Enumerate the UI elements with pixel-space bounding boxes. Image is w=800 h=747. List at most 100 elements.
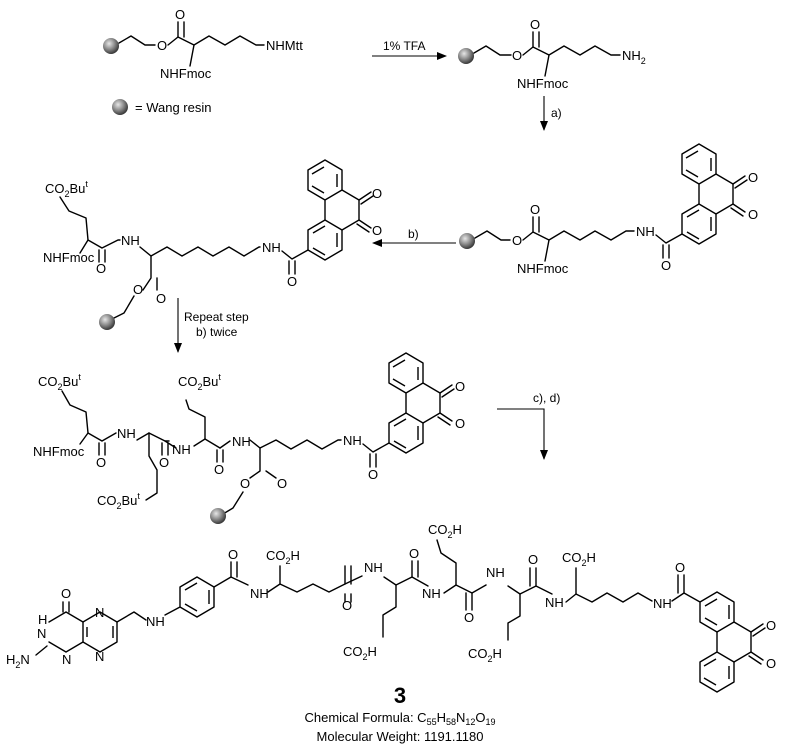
arrow-step-cd <box>497 408 548 460</box>
ester-o-label: O <box>133 282 143 297</box>
nh-label-5: NH <box>545 595 564 610</box>
nhfmoc-label: NHFmoc <box>33 444 85 459</box>
amide-o-label-4: O <box>368 467 378 482</box>
structure-2-lys-amine-resin: O O NH2 NHFmoc <box>458 17 646 91</box>
ester-o-label: O <box>240 476 250 491</box>
nh-label-2: NH <box>172 442 191 457</box>
reagent-cd-label: c), d) <box>533 391 560 405</box>
ester-o-label: O <box>157 38 167 53</box>
formula-subscript: 55 <box>427 717 437 727</box>
formula-subscript: 58 <box>446 717 456 727</box>
nh-label-4: NH <box>486 565 505 580</box>
carbonyl-o-label: O <box>530 202 540 217</box>
pterin-ring: O H N N H2N N N <box>6 586 147 670</box>
formula-element: O <box>475 710 485 725</box>
quinone-o-label-2: O <box>766 656 776 671</box>
reagent-a-label: a) <box>551 106 562 120</box>
quinone-o-label-2: O <box>372 223 382 238</box>
nh-label-aniline: NH <box>146 614 165 629</box>
carbonyl-o-label: O <box>530 17 540 32</box>
amide-o-label: O <box>96 261 106 276</box>
ester-o-label: O <box>512 233 522 248</box>
phenanthrenequinone: O O <box>388 352 465 454</box>
co2but-label-3: CO2But <box>178 372 221 392</box>
nh-label: NH <box>121 233 140 248</box>
structure-4-dipeptide-resin: CO2But NH NHFmoc O NH O O O O O <box>43 159 382 330</box>
reagent-b-label: b) <box>408 227 419 241</box>
pterin-h-label: H <box>38 612 47 627</box>
co2h-label-4: CO2H <box>468 646 502 664</box>
h2n-label: H2N <box>6 652 30 670</box>
amide-o-label-4: O <box>528 552 538 567</box>
amide-o-label: O <box>661 258 671 273</box>
chemical-formula: Chemical Formula: C55H58N12O19 <box>304 710 495 727</box>
formula-element: N <box>456 710 465 725</box>
legend-bead <box>112 99 128 115</box>
carbonyl-o-label: O <box>277 476 287 491</box>
repeat-label-line1: Repeat step <box>184 310 249 324</box>
structure-3-lys-pq-resin: O O NH NHFmoc O O O <box>459 143 758 276</box>
structure-1-lys-mtt-resin: O O NHMtt NHFmoc <box>103 7 303 81</box>
co2but-label-1: CO2But <box>38 372 81 392</box>
amide-o-label-2: O <box>409 546 419 561</box>
nhfmoc-label: NHFmoc <box>517 261 569 276</box>
co2h-label-3: CO2H <box>428 522 462 540</box>
wang-resin-bead <box>459 233 475 249</box>
co2but-label: CO2But <box>45 179 88 199</box>
benzoyl-ring: O NH <box>164 547 269 618</box>
nh-label-3: NH <box>232 434 251 449</box>
phenanthrenequinone: O O <box>307 159 382 261</box>
quinone-o-label-1: O <box>748 170 758 185</box>
quinone-o-label-1: O <box>766 618 776 633</box>
nhfmoc-label: NHFmoc <box>517 76 569 91</box>
carbonyl-o-label: O <box>61 586 71 601</box>
ester-o-label: O <box>512 48 522 63</box>
wang-resin-bead <box>210 508 226 524</box>
nh-label: NH <box>636 224 655 239</box>
legend-text: = Wang resin <box>135 100 211 115</box>
pterin-n-label-3: N <box>95 605 104 620</box>
formula-subscript: 19 <box>486 717 496 727</box>
amide-o-label-1: O <box>342 598 352 613</box>
nh-label-2: NH <box>364 560 383 575</box>
pterin-n-label-2: N <box>62 652 71 667</box>
co2h-label-1: CO2H <box>266 548 300 566</box>
phenanthrenequinone: O O <box>681 143 758 245</box>
formula-element: C <box>417 710 426 725</box>
nh-label-1: NH <box>117 426 136 441</box>
nhfmoc-label: NHFmoc <box>43 250 95 265</box>
wang-resin-bead <box>99 314 115 330</box>
nh-label-1: NH <box>250 586 269 601</box>
formula-subscript: 12 <box>465 717 475 727</box>
amide-o-label-1: O <box>96 455 106 470</box>
co2h-label-2: CO2H <box>343 644 377 662</box>
nh-label-6: NH <box>653 596 672 611</box>
quinone-o-label-2: O <box>748 207 758 222</box>
co2but-label-2: CO2But <box>97 491 140 511</box>
phenanthrenequinone: O O <box>683 591 776 693</box>
legend: = Wang resin <box>112 99 211 115</box>
compound-number: 3 <box>394 683 406 708</box>
amide-o-label-3: O <box>464 610 474 625</box>
co2h-label-5: CO2H <box>562 550 596 568</box>
wang-resin-bead <box>458 48 474 64</box>
carbonyl-o-label: O <box>175 7 185 22</box>
quinone-o-label-1: O <box>455 379 465 394</box>
structure-5-tetrapeptide-resin: CO2But NH NHFmoc O CO2But O NH CO2But O … <box>33 352 465 524</box>
wang-resin-bead <box>103 38 119 54</box>
nh-label-4: NH <box>343 433 362 448</box>
pterin-n-label-1: N <box>37 626 46 641</box>
nhfmoc-label: NHFmoc <box>160 66 212 81</box>
pterin-n-label-4: N <box>95 649 104 664</box>
amide-o-label-2: O <box>287 274 297 289</box>
carbonyl-o-label: O <box>156 291 166 306</box>
nh-label-2: NH <box>262 240 281 255</box>
amide-o-label-5: O <box>675 560 685 575</box>
nh-label-3: NH <box>422 586 441 601</box>
nh2-label: NH2 <box>622 48 646 66</box>
formula-element: H <box>437 710 446 725</box>
amide-o-label-2: O <box>159 455 169 470</box>
reagent-step1-label: 1% TFA <box>383 39 425 53</box>
quinone-o-label-2: O <box>455 416 465 431</box>
